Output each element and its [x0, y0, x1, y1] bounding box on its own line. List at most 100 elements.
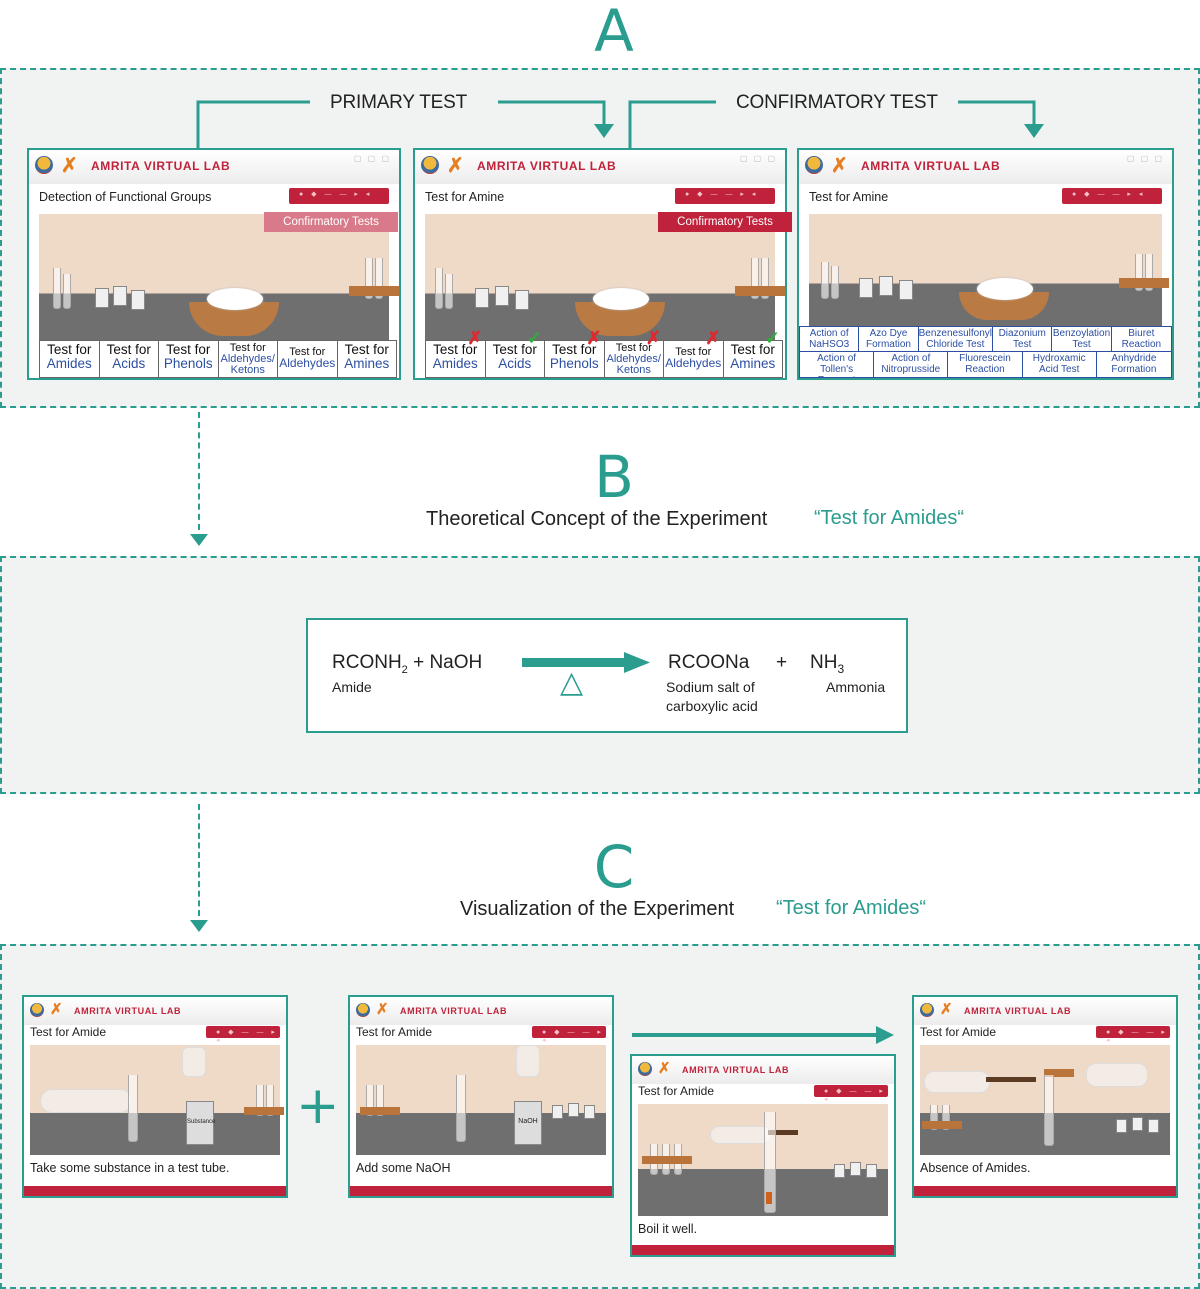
toolbar[interactable] [814, 1085, 888, 1103]
toolbar[interactable] [289, 188, 389, 204]
cross-icon: ✗ [705, 328, 721, 348]
university-logo-icon [421, 156, 439, 174]
university-logo-icon [805, 156, 823, 174]
arrow-down-icon [190, 534, 208, 546]
confirmatory-tests-button[interactable]: Confirmatory Tests [264, 212, 398, 232]
step-caption: Absence of Amides. [920, 1161, 1031, 1175]
toolbar[interactable] [1062, 188, 1162, 204]
virtual-lab-logo-icon: ✗ [376, 1001, 389, 1018]
window-footer [350, 1186, 612, 1196]
step-caption: Boil it well. [638, 1222, 698, 1236]
university-logo-icon [920, 1003, 934, 1017]
toolbar[interactable] [1096, 1026, 1170, 1044]
section-c-quote: “Test for Amides“ [776, 897, 927, 919]
cross-icon: ✗ [467, 328, 483, 348]
virtual-lab-logo-icon: ✗ [61, 155, 78, 177]
steps-plus-sign: + [296, 1076, 340, 1136]
brand-title: AMRITA VIRTUAL LAB [964, 1006, 1072, 1016]
cross-icon: ✗ [586, 328, 602, 348]
plus-sign: + [776, 652, 788, 673]
brand-title: AMRITA VIRTUAL LAB [74, 1006, 182, 1016]
window-header: ✗ AMRITA VIRTUAL LAB [350, 997, 612, 1025]
lab-scene [638, 1104, 888, 1216]
step-1-window: ✗ AMRITA VIRTUAL LAB Test for Amide Subs… [22, 995, 288, 1198]
screen-subtitle: Test for Amine [425, 190, 505, 204]
window-controls-icon[interactable]: ▢ ▢ ▢ [353, 154, 391, 163]
section-b-title: Theoretical Concept of the Experiment [426, 508, 768, 530]
confirmatory-tests-button-active[interactable]: Confirmatory Tests [658, 212, 792, 232]
brand-title: AMRITA VIRTUAL LAB [477, 159, 617, 173]
virtual-lab-logo-icon: ✗ [658, 1060, 671, 1077]
product-salt: RCOONa [668, 652, 750, 673]
virtual-lab-logo-icon: ✗ [940, 1001, 953, 1018]
section-c-title: Visualization of the Experiment [460, 898, 735, 920]
connector-a-b [198, 412, 200, 530]
lab-scene [425, 214, 785, 342]
cross-icon: ✗ [645, 328, 661, 348]
virtual-lab-logo-icon: ✗ [50, 1001, 63, 1018]
step-2-window: ✗ AMRITA VIRTUAL LAB Test for Amide NaOH… [348, 995, 614, 1198]
heat-symbol-icon: △ [560, 666, 584, 699]
primary-test-label: PRIMARY TEST [330, 92, 467, 113]
lab-scene [920, 1045, 1170, 1155]
screen-subtitle: Test for Amine [809, 190, 889, 204]
step-3-window: ✗ AMRITA VIRTUAL LAB Test for Amide Boil… [630, 1054, 896, 1257]
window-footer [632, 1245, 894, 1255]
step-subtitle: Test for Amide [30, 1025, 107, 1039]
reactant-name: Amide [332, 679, 372, 695]
toolbar[interactable] [532, 1026, 606, 1044]
university-logo-icon [35, 156, 53, 174]
university-logo-icon [30, 1003, 44, 1017]
arrow-down-icon [190, 920, 208, 932]
window-controls-icon[interactable]: ▢ ▢ ▢ [1126, 154, 1164, 163]
check-icon: ✓ [764, 328, 780, 348]
screen-test-amine-primary: ✗ AMRITA VIRTUAL LAB ▢ ▢ ▢ Test for Amin… [413, 148, 787, 380]
brand-title: AMRITA VIRTUAL LAB [400, 1006, 508, 1016]
toolbar[interactable] [206, 1026, 280, 1044]
brand-title: AMRITA VIRTUAL LAB [861, 159, 1001, 173]
brand-title: AMRITA VIRTUAL LAB [682, 1065, 790, 1075]
screen-test-amine-confirmatory: ✗ AMRITA VIRTUAL LAB ▢ ▢ ▢ Test for Amin… [797, 148, 1174, 380]
connector-b-c [198, 804, 200, 916]
virtual-lab-logo-icon: ✗ [447, 155, 464, 177]
window-header: ✗ AMRITA VIRTUAL LAB [632, 1056, 894, 1084]
reactants: RCONH2 + NaOH [332, 652, 483, 676]
section-b-letter: B [594, 443, 634, 511]
window-header: ✗ AMRITA VIRTUAL LAB ▢ ▢ ▢ [415, 150, 785, 184]
window-footer [24, 1186, 286, 1196]
flow-connectors [196, 100, 1044, 150]
window-controls-icon[interactable]: ▢ ▢ ▢ [739, 154, 777, 163]
step-4-window: ✗ AMRITA VIRTUAL LAB Test for Amide Abse… [912, 995, 1178, 1198]
section-c-letter: C [593, 833, 635, 901]
window-header: ✗ AMRITA VIRTUAL LAB ▢ ▢ ▢ [29, 150, 399, 184]
toolbar[interactable] [675, 188, 775, 204]
product-ammonia-name: Ammonia [826, 679, 886, 695]
reaction-arrow-icon [522, 652, 650, 673]
